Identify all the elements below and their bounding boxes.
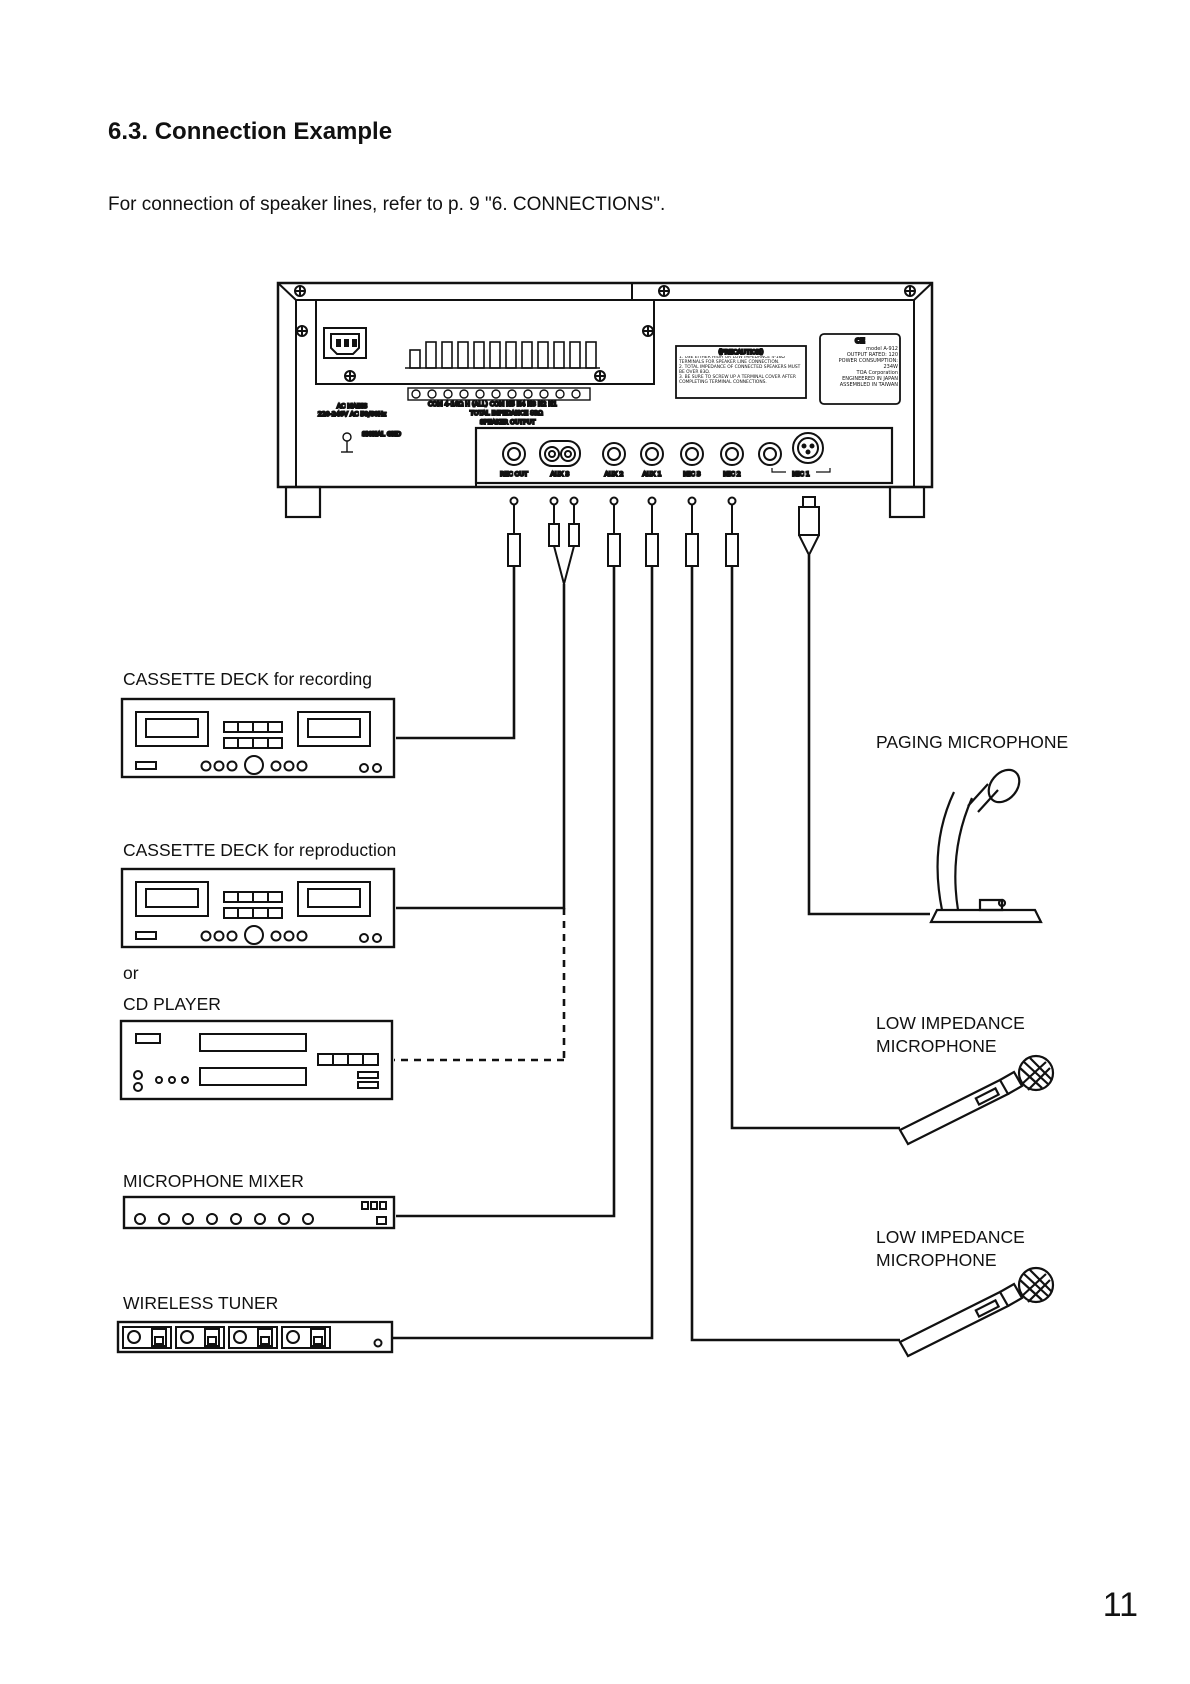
rec-out-jack [502, 442, 526, 466]
signal-gnd-label: SIGNAL GND [362, 431, 401, 438]
speaker-terminal-screws [407, 387, 591, 401]
speaker-terminal-block [405, 341, 600, 369]
label-low-mic-1-line1: LOW IMPEDANCE [876, 1013, 1025, 1033]
cables [392, 555, 930, 1342]
assembled-label: ASSEMBLED IN TAIWAN [839, 382, 898, 388]
ac-mains-label: AC MAINS [337, 403, 367, 410]
wireless-tuner [116, 1320, 394, 1354]
mic3-jack [680, 442, 704, 466]
cassette-deck-reproduction [120, 867, 396, 949]
jack-label-mic3: MIC 3 [683, 471, 700, 478]
maker-label: TOA Corporation [856, 370, 898, 376]
output-rated-label: OUTPUT RATED: 120 [846, 352, 898, 358]
screw-icon [594, 370, 606, 382]
aux3-rca-jacks [539, 440, 581, 467]
screw-icon [344, 370, 356, 382]
label-low-mic-2-line1: LOW IMPEDANCE [876, 1227, 1025, 1247]
signal-gnd-icon [341, 432, 353, 453]
precaution-3: 3. BE SURE TO SCREW UP A TERMINAL COVER … [679, 374, 796, 385]
jack-label-mic2: MIC 2 [723, 471, 740, 478]
aux1-jack [640, 442, 664, 466]
precaution-body: 1. USE EITHER HIGH OR LOW IMPEDANCE 4-16… [679, 356, 801, 385]
low-impedance-microphone-1-icon [898, 1054, 1055, 1146]
rating-label: model A-912 OUTPUT RATED: 120 POWER CONS… [838, 346, 899, 388]
label-repro-deck: CASSETTE DECK for reproduction [123, 840, 396, 860]
ac-mains-spec: 220-240V AC 50/60Hz [318, 411, 386, 418]
label-tuner: WIRELESS TUNER [123, 1293, 278, 1313]
jack-label-aux3: AUX 3 [551, 471, 570, 478]
precaution-1: 1. USE EITHER HIGH OR LOW IMPEDANCE 4-16… [679, 356, 785, 365]
jack-label-aux1: AUX 1 [643, 471, 662, 478]
power-consumption-label: POWER CONSUMPTION: [838, 358, 898, 364]
engineered-label: ENGINEERED IN JAPAN [842, 376, 898, 382]
label-mixer: MICROPHONE MIXER [123, 1171, 304, 1191]
mic1-din-jack [792, 432, 824, 464]
jack-label-aux2: AUX 2 [605, 471, 624, 478]
microphone-mixer [122, 1195, 396, 1230]
label-rec-deck: CASSETTE DECK for recording [123, 669, 372, 689]
plugs [507, 496, 820, 585]
cd-player [119, 1019, 394, 1101]
paging-microphone-icon [929, 768, 1043, 924]
screw-icon [904, 285, 916, 297]
amplifier-rear-panel [276, 281, 934, 519]
section-title: 6.3. Connection Example [108, 118, 393, 145]
label-paging-mic: PAGING MICROPHONE [876, 732, 1068, 752]
jack-label-rec-out: REC OUT [500, 471, 528, 478]
ce-mark: CE [855, 337, 865, 345]
page-number: 11 [1102, 1586, 1138, 1624]
low-impedance-microphone-2-icon [898, 1266, 1055, 1358]
ac-inlet-icon [323, 327, 367, 359]
aux2-jack [602, 442, 626, 466]
label-low-mic-1-line2: MICROPHONE [876, 1036, 997, 1056]
intro-text: For connection of speaker lines, refer t… [108, 194, 666, 215]
mic1-phone-jack [758, 442, 782, 466]
speaker-output-label: SPEAKER OUTPUT [480, 419, 535, 426]
screw-icon [642, 325, 654, 337]
screw-icon [296, 325, 308, 337]
mic2-jack [720, 442, 744, 466]
cassette-deck-recording [120, 697, 396, 779]
label-or: or [123, 963, 139, 983]
precaution-2: 2. TOTAL IMPEDANCE OF CONNECTED SPEAKERS… [679, 364, 801, 375]
speaker-terminal-labels: COM 4-16Ω H (ALL) COM N5 N4 N3 N2 N1 [428, 401, 557, 408]
total-impedance-label: TOTAL IMPEDANCE 83Ω [469, 410, 543, 417]
model-label: model A-912 [866, 346, 898, 352]
precaution-title: (PRECAUTION) [719, 349, 764, 356]
power-value: 234W [883, 364, 899, 370]
jack-label-mic1: MIC 1 [792, 471, 809, 478]
screw-icon [294, 285, 306, 297]
label-low-mic-2-line2: MICROPHONE [876, 1250, 997, 1270]
screw-icon [658, 285, 670, 297]
label-cd-player: CD PLAYER [123, 994, 221, 1014]
